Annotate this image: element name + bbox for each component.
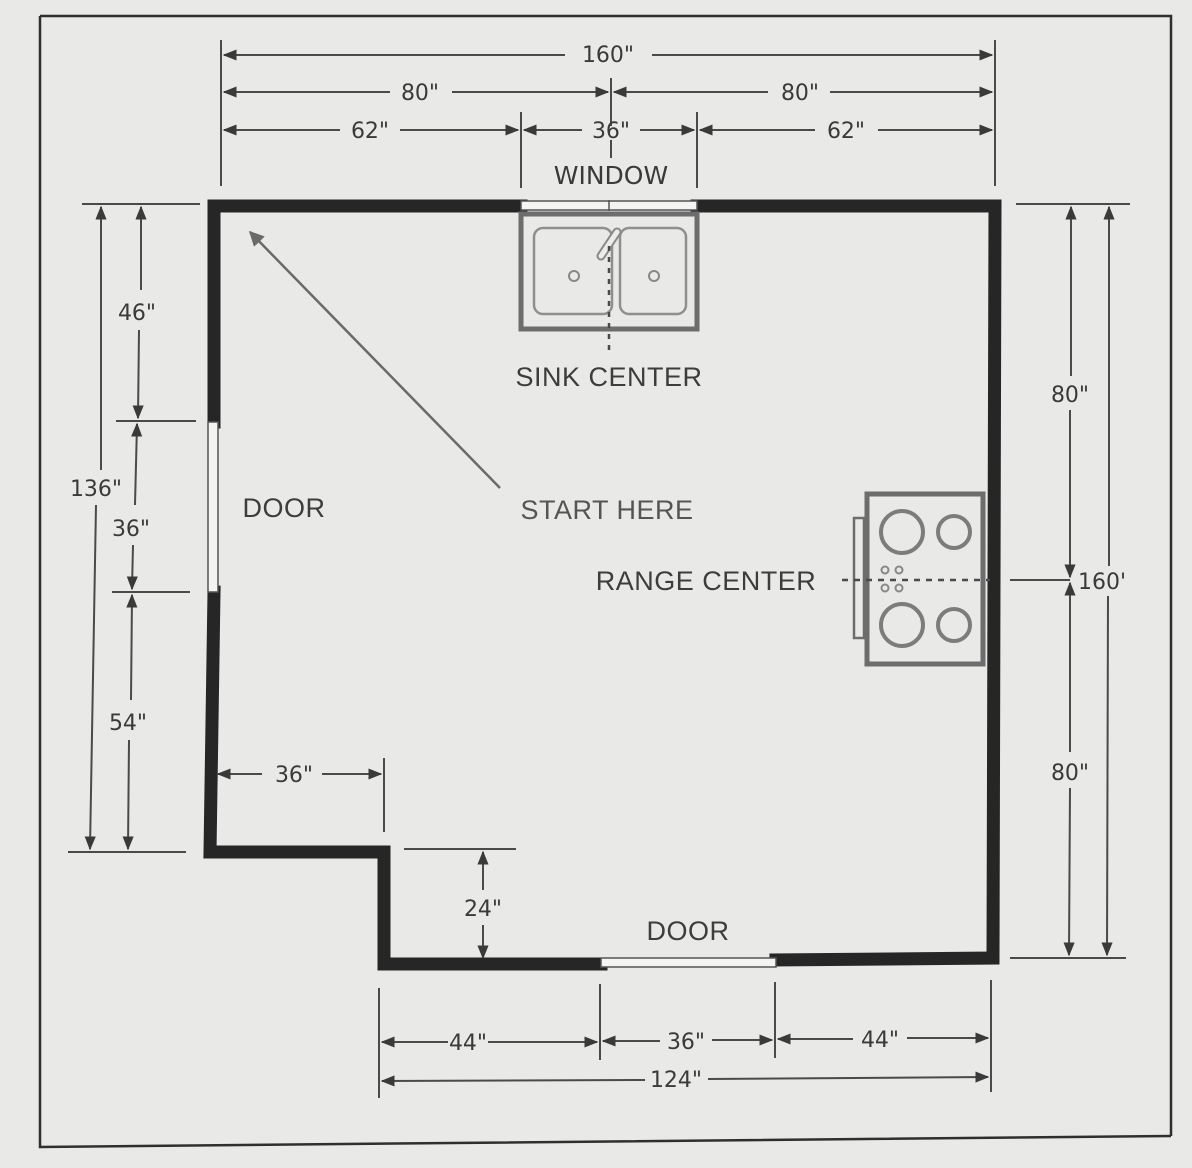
start-here-label: START HERE	[520, 495, 693, 525]
outer-frame	[38, 14, 1173, 1149]
sink-center-label: SINK CENTER	[515, 362, 702, 392]
dim-bottom-overall: 124"	[650, 1068, 702, 1093]
dim-top-half-left: 80"	[401, 81, 439, 106]
dim-notch-depth: 24"	[464, 897, 502, 922]
left-door-opening	[207, 421, 219, 593]
dim-top-overall: 160"	[582, 43, 634, 68]
left-door-label: DOOR	[243, 493, 326, 523]
range: RANGE CENTER	[596, 491, 990, 667]
room-walls	[203, 199, 1002, 971]
window-opening	[520, 200, 698, 211]
notch-dimensions: 36" 24"	[216, 758, 516, 960]
dim-left-top-segment: 46"	[118, 301, 156, 326]
top-dimensions: 160" 80" 80" 62" 36" 62" WINDOW	[220, 40, 996, 190]
dim-bottom-door-width: 36"	[667, 1030, 705, 1055]
dim-window-width: 36"	[592, 119, 630, 144]
bottom-door-label: DOOR	[647, 916, 730, 946]
dim-right-lower-half: 80"	[1051, 761, 1089, 786]
dim-left-overall: 136"	[70, 477, 122, 502]
double-sink: SINK CENTER	[515, 211, 702, 392]
dim-bottom-left-segment: 44"	[449, 1031, 487, 1056]
dim-top-left-segment: 62"	[351, 119, 389, 144]
dim-right-upper-half: 80"	[1051, 383, 1089, 408]
start-here-pointer: START HERE	[248, 230, 693, 525]
dim-notch-width: 36"	[275, 763, 313, 788]
left-dimensions: 136" 46" 36" 54"	[68, 203, 200, 853]
window-label: WINDOW	[554, 161, 668, 190]
bottom-door-opening	[600, 957, 777, 968]
dim-right-overall: 160'	[1078, 570, 1126, 595]
dim-bottom-right-segment: 44"	[861, 1028, 899, 1053]
dim-top-half-right: 80"	[781, 81, 819, 106]
range-center-label: RANGE CENTER	[596, 566, 817, 596]
right-dimensions: 80" 80" 160'	[1010, 203, 1130, 959]
dim-left-bottom-segment: 54"	[109, 711, 147, 736]
bottom-dimensions: 44" 36" 44" 124"	[378, 980, 992, 1098]
dim-left-door-width: 36"	[112, 517, 150, 542]
dim-top-right-segment: 62"	[827, 119, 865, 144]
